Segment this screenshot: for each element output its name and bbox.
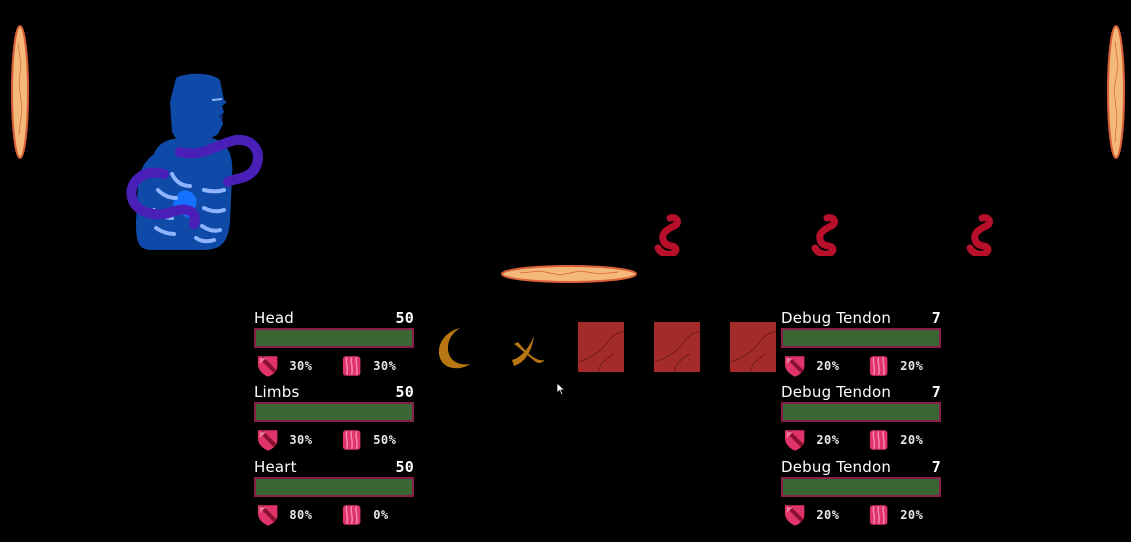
enemy-panel-1[interactable]: Debug Tendon 7 20% 20% bbox=[781, 311, 941, 379]
defense-value: 30% bbox=[289, 433, 313, 447]
stat-header: Heart 50 bbox=[254, 460, 414, 475]
muscle-icon bbox=[342, 430, 361, 450]
flesh-card-3[interactable] bbox=[730, 322, 776, 372]
hp-bar bbox=[254, 402, 414, 422]
enemy-tendon-3[interactable] bbox=[964, 214, 998, 256]
enemy-panel-2[interactable]: Debug Tendon 7 20% 20% bbox=[781, 385, 941, 453]
shield-icon bbox=[784, 505, 805, 526]
resistance-row: 30% 50% bbox=[254, 427, 414, 453]
stat-header: Debug Tendon 7 bbox=[781, 311, 941, 326]
hp-bar bbox=[781, 402, 941, 422]
muscle-icon bbox=[869, 430, 888, 450]
stat-header: Debug Tendon 7 bbox=[781, 460, 941, 475]
stat-value: 7 bbox=[931, 309, 941, 327]
flesh-card-2[interactable] bbox=[654, 322, 700, 372]
player-panel-3[interactable]: Heart 50 80% 0% bbox=[254, 460, 414, 528]
resistance-row: 20% 20% bbox=[781, 427, 941, 453]
stat-name: Limbs bbox=[254, 383, 300, 401]
resistance-row: 30% 30% bbox=[254, 353, 414, 379]
tendon-value: 20% bbox=[900, 508, 924, 522]
shield-icon bbox=[257, 430, 278, 451]
tendon-value: 20% bbox=[900, 359, 924, 373]
defense-value: 80% bbox=[289, 508, 313, 522]
resistance-row: 20% 20% bbox=[781, 353, 941, 379]
defense-value: 20% bbox=[816, 359, 840, 373]
hp-bar bbox=[254, 328, 414, 348]
muscle-icon bbox=[342, 356, 361, 376]
resistance-row: 80% 0% bbox=[254, 502, 414, 528]
tendon-value: 50% bbox=[373, 433, 397, 447]
enemy-tendon-2[interactable] bbox=[809, 214, 843, 256]
hp-fill bbox=[783, 404, 939, 420]
stat-name: Debug Tendon bbox=[781, 458, 892, 476]
tendon-value: 30% bbox=[373, 359, 397, 373]
shield-icon bbox=[784, 430, 805, 451]
shield-icon bbox=[257, 505, 278, 526]
stat-value: 50 bbox=[395, 458, 414, 476]
muscle-icon bbox=[869, 505, 888, 525]
stat-header: Debug Tendon 7 bbox=[781, 385, 941, 400]
player-panel-1[interactable]: Head 50 30% 30% bbox=[254, 311, 414, 379]
mouse-cursor-icon bbox=[556, 382, 566, 396]
stat-value: 7 bbox=[931, 383, 941, 401]
hp-fill bbox=[256, 404, 412, 420]
hp-fill bbox=[256, 479, 412, 495]
enemy-tendon-1[interactable] bbox=[652, 214, 686, 256]
stat-header: Limbs 50 bbox=[254, 385, 414, 400]
enemy-panel-3[interactable]: Debug Tendon 7 20% 20% bbox=[781, 460, 941, 528]
muscle-icon bbox=[869, 356, 888, 376]
hp-fill bbox=[783, 330, 939, 346]
hp-bar bbox=[781, 477, 941, 497]
player-character[interactable] bbox=[124, 72, 266, 256]
center-platform bbox=[501, 265, 637, 283]
crescent-claw-icon[interactable] bbox=[434, 326, 472, 370]
tendon-value: 0% bbox=[373, 508, 389, 522]
right-portal bbox=[1107, 25, 1125, 159]
stat-value: 50 bbox=[395, 383, 414, 401]
flesh-card-1[interactable] bbox=[578, 322, 624, 372]
stat-value: 7 bbox=[931, 458, 941, 476]
defense-value: 20% bbox=[816, 508, 840, 522]
left-portal bbox=[11, 25, 29, 159]
stat-value: 50 bbox=[395, 309, 414, 327]
shield-icon bbox=[257, 356, 278, 377]
hp-fill bbox=[783, 479, 939, 495]
hp-bar bbox=[254, 477, 414, 497]
shield-icon bbox=[784, 356, 805, 377]
stat-name: Debug Tendon bbox=[781, 383, 892, 401]
stat-header: Head 50 bbox=[254, 311, 414, 326]
stat-name: Debug Tendon bbox=[781, 309, 892, 327]
stat-name: Heart bbox=[254, 458, 297, 476]
muscle-icon bbox=[342, 505, 361, 525]
hp-bar bbox=[781, 328, 941, 348]
defense-value: 20% bbox=[816, 433, 840, 447]
stat-name: Head bbox=[254, 309, 295, 327]
defense-value: 30% bbox=[289, 359, 313, 373]
crossed-claw-icon[interactable] bbox=[506, 330, 546, 370]
resistance-row: 20% 20% bbox=[781, 502, 941, 528]
player-panel-2[interactable]: Limbs 50 30% 50% bbox=[254, 385, 414, 453]
hp-fill bbox=[256, 330, 412, 346]
tendon-value: 20% bbox=[900, 433, 924, 447]
